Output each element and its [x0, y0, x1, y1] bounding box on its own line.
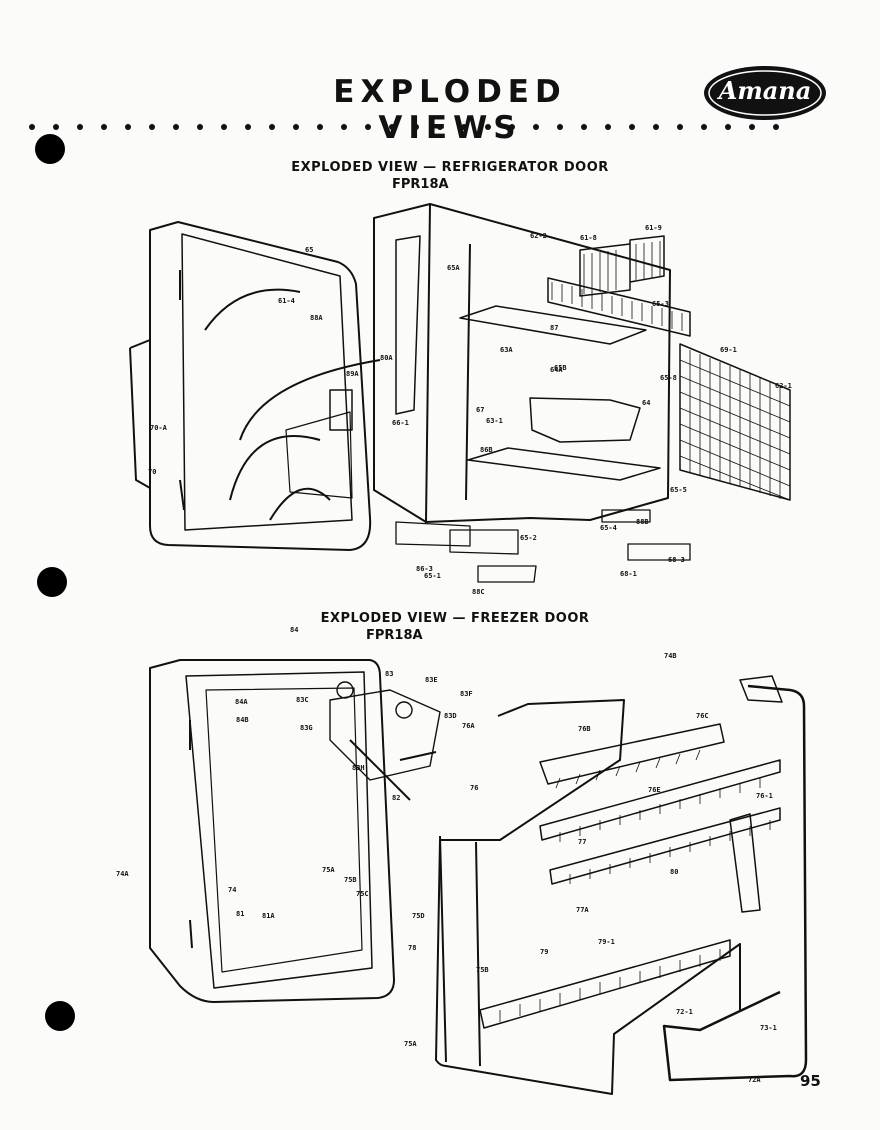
svg-text:65-5: 65-5	[670, 486, 687, 494]
svg-text:84: 84	[290, 626, 298, 634]
svg-text:61-4: 61-4	[278, 297, 295, 305]
svg-text:82: 82	[392, 794, 400, 802]
svg-text:76: 76	[470, 784, 478, 792]
svg-text:83D: 83D	[444, 712, 457, 720]
svg-text:74: 74	[228, 886, 236, 894]
svg-text:89A: 89A	[346, 370, 359, 378]
svg-text:86B: 86B	[480, 446, 493, 454]
svg-text:76B: 76B	[578, 725, 591, 733]
amana-logo	[704, 66, 826, 120]
svg-text:76C: 76C	[696, 712, 709, 720]
svg-text:70-A: 70-A	[150, 424, 168, 432]
svg-text:81A: 81A	[262, 912, 275, 920]
svg-text:61-8: 61-8	[580, 234, 597, 242]
svg-text:75A: 75A	[322, 866, 335, 874]
svg-text:75C: 75C	[356, 890, 369, 898]
svg-text:86-3: 86-3	[416, 565, 433, 573]
svg-text:81: 81	[236, 910, 244, 918]
svg-text:87: 87	[550, 324, 558, 332]
svg-text:76-1: 76-1	[756, 792, 773, 800]
dotted-rule	[29, 124, 779, 130]
svg-text:68-3: 68-3	[668, 556, 685, 564]
svg-text:73-1: 73-1	[760, 1024, 777, 1032]
svg-text:67: 67	[476, 406, 484, 414]
svg-text:88C: 88C	[472, 588, 485, 596]
svg-text:69-1: 69-1	[720, 346, 737, 354]
svg-text:77A: 77A	[576, 906, 589, 914]
svg-text:70: 70	[148, 468, 156, 476]
brand-name: Amana	[718, 76, 812, 105]
svg-text:78: 78	[408, 944, 416, 952]
svg-text:62-2: 62-2	[530, 232, 547, 240]
binder-hole-bottom	[45, 1001, 75, 1031]
svg-text:76A: 76A	[462, 722, 475, 730]
svg-text:65B: 65B	[554, 364, 567, 372]
svg-text:75B: 75B	[344, 876, 357, 884]
svg-text:84A: 84A	[235, 698, 248, 706]
svg-text:72-1: 72-1	[676, 1008, 693, 1016]
svg-text:83F: 83F	[460, 690, 473, 698]
svg-text:83H: 83H	[352, 764, 365, 772]
svg-text:79-1: 79-1	[598, 938, 615, 946]
svg-text:65-2: 65-2	[520, 534, 537, 542]
page-title: EXPLODED VIEWS	[333, 74, 567, 146]
svg-text:74B: 74B	[664, 652, 677, 660]
section1-heading: EXPLODED VIEW — REFRIGERATOR DOOR	[291, 160, 609, 175]
svg-text:83G: 83G	[300, 724, 313, 732]
svg-text:63A: 63A	[500, 346, 513, 354]
svg-text:66-1: 66-1	[392, 419, 409, 427]
binder-hole-middle	[37, 567, 67, 597]
svg-text:72A: 72A	[748, 1076, 761, 1084]
section2-heading: EXPLODED VIEW — FREEZER DOOR	[320, 611, 590, 626]
svg-text:64A: 64A	[550, 366, 563, 374]
svg-text:79: 79	[540, 948, 548, 956]
svg-text:83E: 83E	[425, 676, 438, 684]
svg-text:68-1: 68-1	[620, 570, 637, 578]
svg-text:88A: 88A	[310, 314, 323, 322]
svg-text:65: 65	[305, 246, 313, 254]
binder-hole-top	[35, 134, 65, 164]
svg-text:80: 80	[670, 868, 678, 876]
svg-text:76E: 76E	[648, 786, 661, 794]
svg-text:75D: 75D	[412, 912, 425, 920]
svg-text:80A: 80A	[380, 354, 393, 362]
svg-text:64: 64	[642, 399, 650, 407]
section1-model: FPR18A	[392, 177, 449, 192]
svg-text:62-1: 62-1	[775, 382, 792, 390]
svg-text:84B: 84B	[236, 716, 249, 724]
svg-text:88B: 88B	[636, 518, 649, 526]
svg-text:65-3: 65-3	[652, 300, 669, 308]
svg-text:74A: 74A	[116, 870, 129, 878]
svg-text:75B: 75B	[476, 966, 489, 974]
svg-text:65-1: 65-1	[424, 572, 441, 580]
svg-text:65-4: 65-4	[600, 524, 617, 532]
page-number: 95	[800, 1072, 821, 1090]
svg-text:83: 83	[385, 670, 393, 678]
svg-text:75A: 75A	[404, 1040, 417, 1048]
svg-text:65A: 65A	[447, 264, 460, 272]
svg-text:83C: 83C	[296, 696, 309, 704]
svg-text:77: 77	[578, 838, 586, 846]
section2-model: FPR18A	[366, 628, 423, 643]
svg-text:65-8: 65-8	[660, 374, 677, 382]
svg-text:61-9: 61-9	[645, 224, 662, 232]
svg-text:63-1: 63-1	[486, 417, 503, 425]
